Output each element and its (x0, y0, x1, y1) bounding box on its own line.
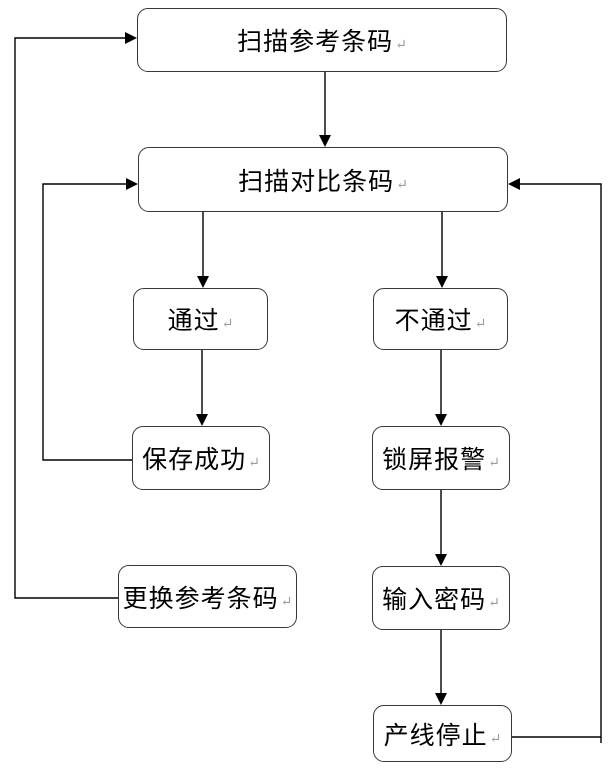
arrowhead-into-enter-password-top (435, 554, 447, 566)
paragraph-mark-icon: ↵ (396, 176, 408, 193)
connector-change-reference-to-scan-reference (14, 37, 126, 599)
node-label: 保存成功 (142, 445, 247, 474)
node-label: 产线停止 (383, 720, 488, 750)
paragraph-mark-icon: ↵ (395, 37, 407, 53)
node-pass: 通过↵ (133, 288, 268, 350)
node-label: 输入密码 (382, 585, 487, 614)
node-enter-password: 输入密码↵ (372, 566, 510, 630)
arrowhead-into-lock-alarm-top (435, 414, 447, 426)
arrowhead-into-save-success-top (196, 414, 208, 426)
arrowhead-into-pass-top (197, 276, 209, 288)
arrowhead-into-scan-compare-left (126, 178, 138, 190)
connector-save-success-to-scan-compare (42, 183, 132, 461)
node-scan-reference-barcode: 扫描参考条码↵ (137, 8, 507, 72)
paragraph-mark-icon: ↵ (489, 730, 502, 747)
paragraph-mark-icon: ↵ (474, 316, 487, 332)
node-label: 更换参考条码 (122, 583, 279, 613)
node-label: 扫描对比条码 (238, 166, 395, 196)
paragraph-mark-icon: ↵ (248, 455, 260, 471)
connector-line-stop-to-scan-compare (512, 183, 602, 738)
paragraph-mark-icon: ↵ (488, 455, 500, 471)
node-label: 不通过 (394, 306, 473, 335)
node-label: 扫描参考条码 (237, 27, 394, 56)
node-save-success: 保存成功↵ (132, 426, 270, 490)
node-change-reference-barcode: 更换参考条码↵ (118, 565, 297, 628)
arrowhead-into-scan-reference-left (125, 32, 137, 44)
paragraph-mark-icon: ↵ (488, 595, 500, 611)
node-lock-screen-alarm: 锁屏报警↵ (372, 426, 510, 490)
arrowhead-into-scan-compare-right (508, 178, 520, 190)
paragraph-mark-icon: ↵ (221, 316, 234, 332)
arrowhead-into-fail-top (436, 276, 448, 288)
paragraph-mark-icon: ↵ (280, 593, 293, 610)
arrowhead-into-line-stop-top (435, 693, 447, 705)
node-production-line-stop: 产线停止↵ (373, 705, 512, 762)
node-label: 通过 (167, 306, 220, 335)
node-fail: 不通过↵ (373, 288, 508, 350)
node-scan-compare-barcode: 扫描对比条码↵ (138, 147, 508, 212)
arrowhead-into-scan-compare-top (319, 135, 331, 147)
node-label: 锁屏报警 (382, 445, 487, 474)
